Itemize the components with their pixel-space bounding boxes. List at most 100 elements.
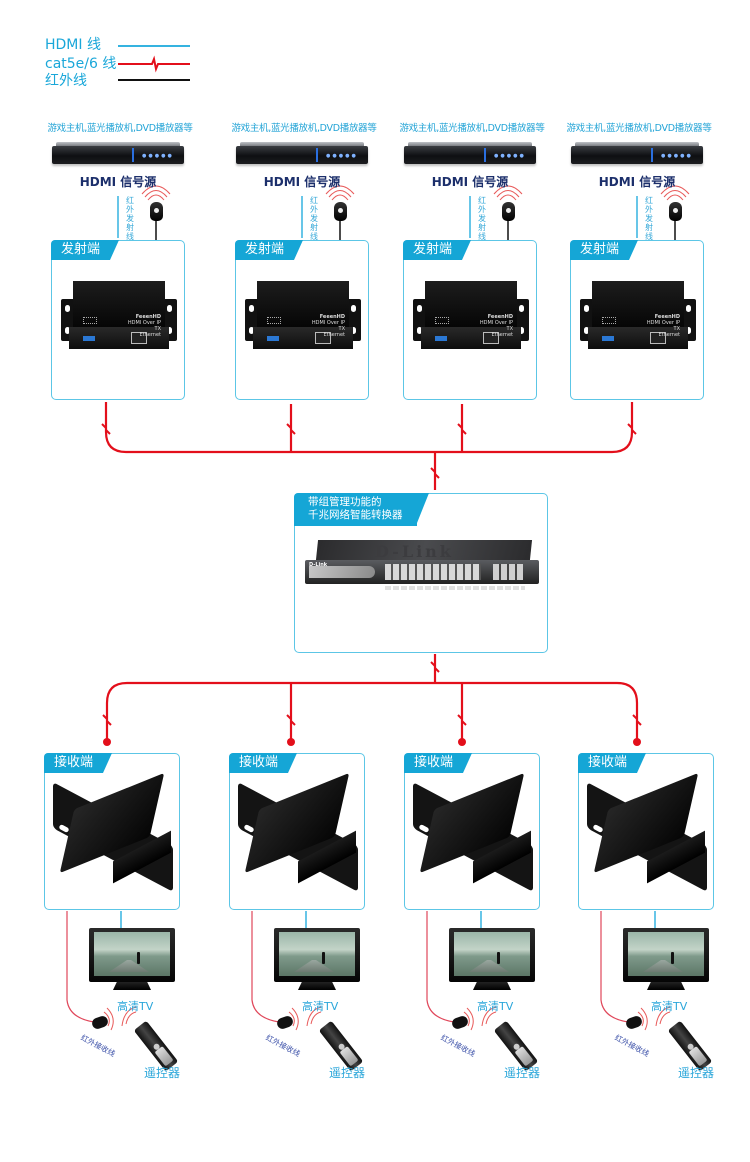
model-text: HDMI Over IP TX <box>646 320 680 332</box>
port-text: Ethernet <box>323 332 345 338</box>
receiver-box: 接收端 <box>404 753 540 910</box>
ir-wave-icon <box>144 190 168 198</box>
ir-receive-label: 红外接收线 <box>264 1032 302 1059</box>
ir-wave-icon <box>328 190 352 198</box>
switch-label: 带组管理功能的 千兆网络智能转换器 <box>294 493 428 526</box>
model-text: HDMI Over IP TX <box>479 320 513 332</box>
switch-ports <box>385 564 481 580</box>
hd-tv-icon <box>623 928 709 994</box>
ir-wave-icon <box>106 1007 114 1031</box>
network-switch-icon: D-Link D-Link <box>305 540 539 592</box>
tv-label: 高清TV <box>302 1000 339 1013</box>
ir-receive-label: 红外接收线 <box>613 1032 651 1059</box>
ir-receiver-icon <box>90 1014 110 1031</box>
ir-wave-icon <box>499 194 517 201</box>
ir-receiver-icon <box>450 1014 470 1031</box>
ir-emitter-icon <box>502 202 515 221</box>
ir-transmit-label: 红外发射线 <box>645 196 653 241</box>
receiver-device-icon <box>53 772 173 892</box>
source-title: HDMI 信号源 <box>79 175 157 189</box>
ir-emitter-icon <box>150 202 163 221</box>
dvd-player-icon: ●●●●● <box>236 142 368 168</box>
dvd-player-icon: ●●●●● <box>404 142 536 168</box>
ir-emitter-icon <box>334 202 347 221</box>
port-text: Ethernet <box>139 332 161 338</box>
ir-wave-icon <box>291 1007 299 1031</box>
ir-transmit-label: 红外发射线 <box>126 196 134 241</box>
switch-sfp-ports <box>493 564 523 580</box>
ir-receiver-icon <box>624 1014 644 1031</box>
network-break-icon <box>430 661 440 673</box>
ir-wave-icon <box>496 190 520 198</box>
source-title: HDMI 信号源 <box>598 175 676 189</box>
switch-brand-watermark: D-Link <box>375 542 454 561</box>
ir-wave-icon <box>640 1007 648 1031</box>
transmitter-label: 发射端 <box>403 240 472 260</box>
legend-infrared-label: 红外线 <box>45 73 87 89</box>
network-break-icon <box>627 423 637 435</box>
receiver-device-icon <box>238 772 358 892</box>
dvd-player-icon: ●●●●● <box>571 142 703 168</box>
remote-label: 遥控器 <box>144 1066 181 1080</box>
network-break-icon <box>102 714 112 726</box>
source-title: HDMI 信号源 <box>431 175 509 189</box>
switch-label-line1: 带组管理功能的 <box>308 496 382 508</box>
ir-emitter-icon <box>669 202 682 221</box>
receiver-label: 接收端 <box>404 753 473 773</box>
brand-text: FeeenHD <box>487 314 513 320</box>
network-break-icon <box>286 714 296 726</box>
ir-receive-label: 红外接收线 <box>79 1032 117 1059</box>
remote-label: 遥控器 <box>678 1066 715 1080</box>
network-endpoint-dot <box>287 738 295 746</box>
network-break-icon <box>457 423 467 435</box>
source-title: HDMI 信号源 <box>263 175 341 189</box>
receiver-network-bus <box>105 681 639 742</box>
receiver-box: 接收端 <box>44 753 180 910</box>
switch-brand: D-Link <box>309 562 328 568</box>
hd-tv-icon <box>89 928 175 994</box>
brand-text: FeeenHD <box>654 314 680 320</box>
receiver-box: 接收端 <box>578 753 714 910</box>
remote-label: 遥控器 <box>329 1066 366 1080</box>
model-text: HDMI Over IP TX <box>311 320 345 332</box>
receiver-device-icon <box>587 772 707 892</box>
ir-wave-icon <box>147 194 165 201</box>
ir-wave-icon <box>663 190 687 198</box>
network-break-icon <box>101 423 111 435</box>
receiver-label: 接收端 <box>44 753 113 773</box>
ir-transmit-label: 红外发射线 <box>310 196 318 241</box>
legend-hdmi-label: HDMI 线 <box>45 37 101 53</box>
receiver-box: 接收端 <box>229 753 365 910</box>
source-caption: 游戏主机,蓝光播放机,DVD播放器等 <box>566 123 712 134</box>
legend-network-line <box>118 55 190 73</box>
receiver-label: 接收端 <box>578 753 647 773</box>
hd-tv-icon <box>274 928 360 994</box>
brand-text: FeeenHD <box>319 314 345 320</box>
source-caption: 游戏主机,蓝光播放机,DVD播放器等 <box>47 123 193 134</box>
brand-text: FeeenHD <box>135 314 161 320</box>
ir-receive-label: 红外接收线 <box>439 1032 477 1059</box>
ir-transmit-label: 红外发射线 <box>478 196 486 241</box>
source-caption: 游戏主机,蓝光播放机,DVD播放器等 <box>399 123 545 134</box>
tv-label: 高清TV <box>117 1000 154 1013</box>
network-break-icon <box>632 714 642 726</box>
port-text: Ethernet <box>491 332 513 338</box>
network-break-icon <box>430 467 440 479</box>
tv-label: 高清TV <box>651 1000 688 1013</box>
transmitter-network-bus <box>104 402 634 454</box>
ir-wave-icon <box>466 1007 474 1031</box>
switch-box: 带组管理功能的 千兆网络智能转换器 D-Link D-Link <box>294 493 548 653</box>
ir-wave-icon <box>666 194 684 201</box>
dvd-player-icon: ●●●●● <box>52 142 184 168</box>
